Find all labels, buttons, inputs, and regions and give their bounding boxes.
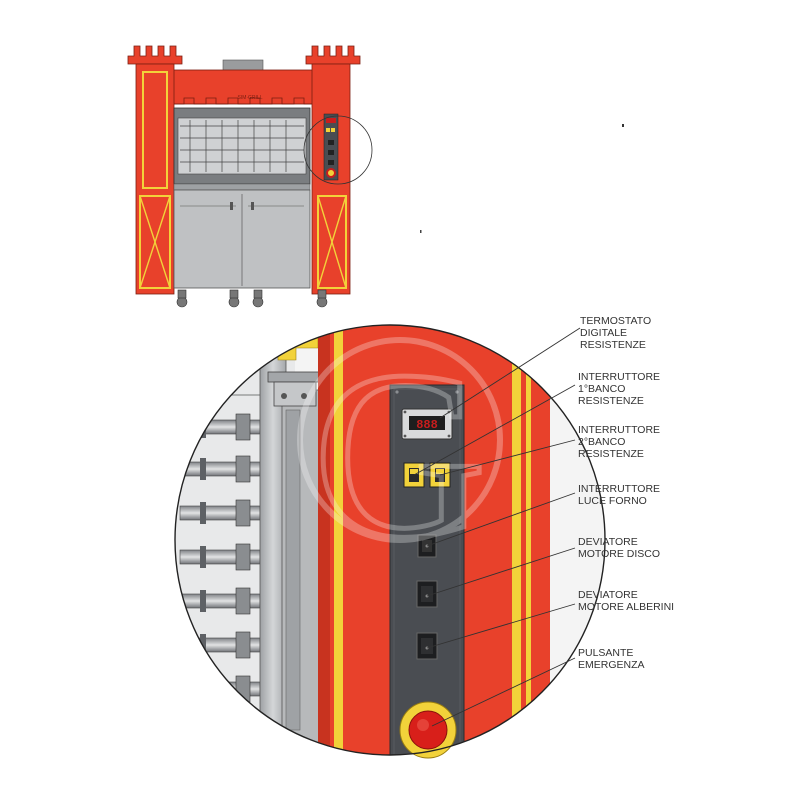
yellow-stripe-left (334, 325, 343, 755)
leader-switch-bank2 (439, 439, 576, 476)
callout-thermostat: TERMOSTATO DIGITALE RESISTENZE (580, 315, 652, 351)
svg-text:G: G (313, 321, 486, 587)
leader-selector-shafts (426, 603, 576, 649)
callout-selector-shafts: DEVIATORE MOTORE ALBERINI (578, 589, 675, 613)
leader-emergency (431, 657, 576, 727)
callout-switch-bank1: INTERRUTTORE 1°BANCO RESISTENZE (578, 371, 661, 407)
callout-selector-disc: DEVIATORE MOTORE DISCO (578, 536, 661, 560)
control-panel (389, 384, 465, 755)
oven-overview: SIM·GRILL (127, 45, 373, 308)
leader-selector-disc (426, 547, 576, 597)
callout-switch-light: INTERRUTTORE LUCE FORNO (578, 483, 661, 507)
magnifier-outline (174, 324, 606, 756)
emergency-button[interactable] (399, 701, 457, 759)
leader-switch-light (426, 492, 576, 547)
thermostat-readout: 888 (416, 418, 438, 432)
leader-lines (413, 327, 581, 727)
callout-switch-bank2: INTERRUTTORE 2°BANCO RESISTENZE (578, 424, 661, 460)
watermark-g-logo: G (297, 319, 503, 590)
yellow-stripe-right (512, 325, 521, 755)
leader-thermostat (439, 327, 581, 419)
callout-emergency: PULSANTE EMERGENZA (578, 647, 645, 671)
selector-shafts[interactable] (416, 632, 438, 660)
digital-thermostat: 888 (401, 408, 453, 440)
selector-disc[interactable] (416, 580, 438, 608)
leader-switch-bank1 (413, 384, 576, 476)
